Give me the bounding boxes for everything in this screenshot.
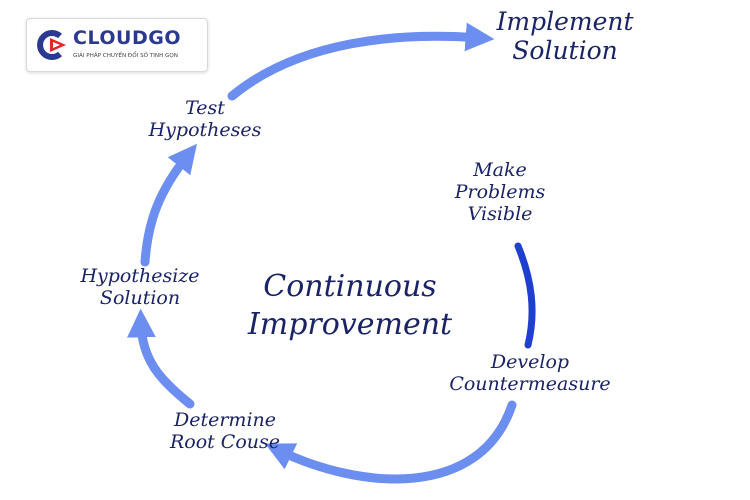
step-implement-solution: Implement Solution (496, 7, 634, 65)
arrow-hypothesize-to-test (140, 143, 197, 267)
arrow-countermeasure-to-root-cause (265, 400, 517, 484)
step-develop-countermeasure: Develop Countermeasure (449, 351, 611, 395)
logo-tagline: GIẢI PHÁP CHUYỂN ĐỔI SỐ TINH GỌN (73, 53, 178, 59)
cloudgo-mark-icon (37, 30, 66, 60)
step-hypothesize-solution: Hypothesize Solution (80, 265, 200, 309)
step-test-hypotheses: Test Hypotheses (148, 97, 262, 141)
center-title: Continuous Improvement (247, 269, 453, 342)
step-determine-root-cause: Determine Root Couse (169, 409, 281, 453)
step-make-problems-visible: Make Problems Visible (454, 159, 546, 225)
logo-name: CLOUDGO (73, 27, 181, 49)
arrow-root-cause-to-hypothesize (127, 308, 195, 409)
arrow-test-to-implement (227, 22, 495, 101)
arrow-visible-to-countermeasure (514, 242, 536, 349)
cloudgo-logo: CLOUDGO GIẢI PHÁP CHUYỂN ĐỔI SỐ TINH GỌN (26, 18, 208, 72)
